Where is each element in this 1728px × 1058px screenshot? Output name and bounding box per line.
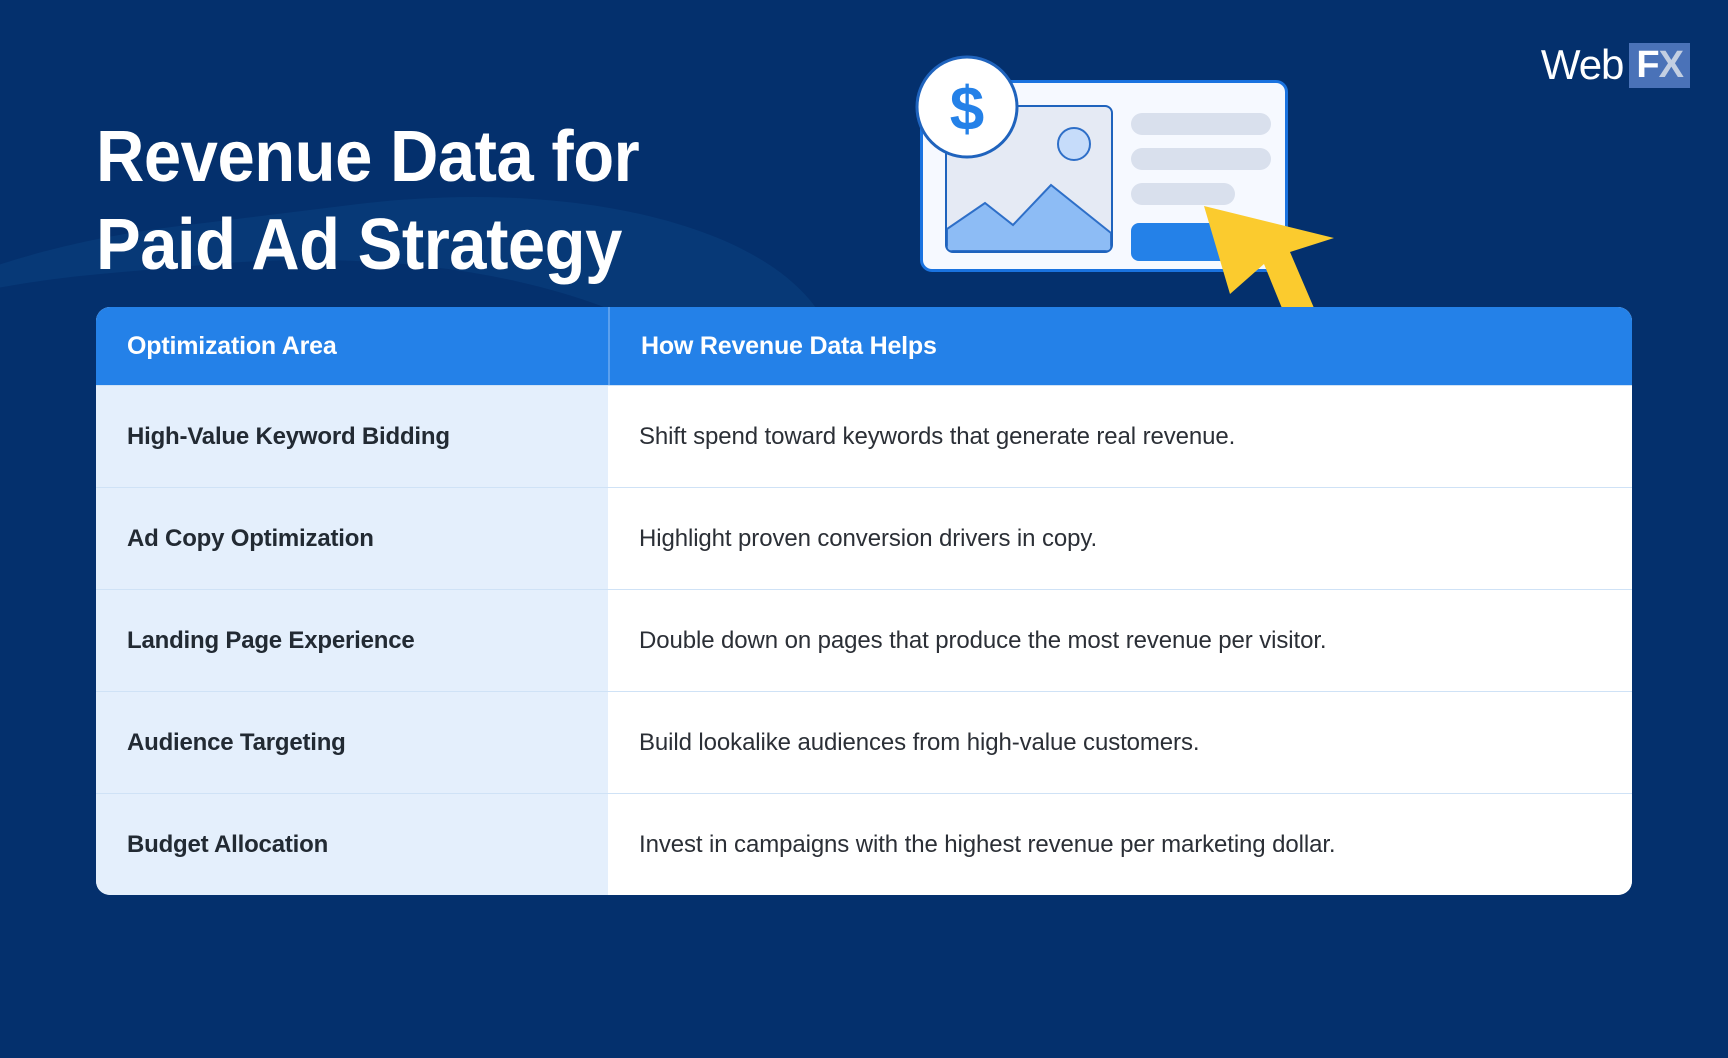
cell-how-revenue-data-helps: Invest in campaigns with the highest rev… [608, 794, 1632, 895]
cta-button[interactable] [1131, 223, 1271, 261]
text-line-1 [1131, 113, 1271, 135]
cell-optimization-area: Budget Allocation [96, 794, 608, 895]
optimization-table: Optimization Area How Revenue Data Helps… [96, 307, 1632, 895]
webfx-logo[interactable]: Web FX [1541, 42, 1690, 88]
svg-text:$: $ [950, 75, 984, 144]
cell-how-revenue-data-helps: Shift spend toward keywords that generat… [608, 386, 1632, 487]
logo-fx-badge: FX [1629, 42, 1690, 88]
mountain-icon [947, 183, 1111, 251]
page-title: Revenue Data for Paid Ad Strategy [96, 117, 640, 286]
table-header-row: Optimization Area How Revenue Data Helps [96, 307, 1632, 385]
logo-wordmark: Web [1540, 41, 1625, 88]
table-row: Landing Page Experience Double down on p… [96, 589, 1632, 691]
cell-optimization-area: Audience Targeting [96, 692, 608, 793]
cell-how-revenue-data-helps: Double down on pages that produce the mo… [608, 590, 1632, 691]
cell-optimization-area: High-Value Keyword Bidding [96, 386, 608, 487]
column-header-optimization-area: Optimization Area [127, 331, 337, 360]
cell-optimization-area: Ad Copy Optimization [96, 488, 608, 589]
logo-letter-x: X [1658, 43, 1684, 86]
logo-letter-f: F [1636, 43, 1659, 86]
column-header-how-revenue-data-helps: How Revenue Data Helps [608, 307, 1632, 385]
table-row: Budget Allocation Invest in campaigns wi… [96, 793, 1632, 895]
text-line-3 [1131, 183, 1235, 205]
cell-how-revenue-data-helps: Build lookalike audiences from high-valu… [608, 692, 1632, 793]
text-line-2 [1131, 148, 1271, 170]
table-row: High-Value Keyword Bidding Shift spend t… [96, 385, 1632, 487]
table-row: Ad Copy Optimization Highlight proven co… [96, 487, 1632, 589]
cell-how-revenue-data-helps: Highlight proven conversion drivers in c… [608, 488, 1632, 589]
table-row: Audience Targeting Build lookalike audie… [96, 691, 1632, 793]
dollar-badge-icon: $ [915, 55, 1019, 159]
sun-circle-icon [1057, 127, 1091, 161]
ad-card-illustration: $ [915, 55, 1334, 318]
cell-optimization-area: Landing Page Experience [96, 590, 608, 691]
